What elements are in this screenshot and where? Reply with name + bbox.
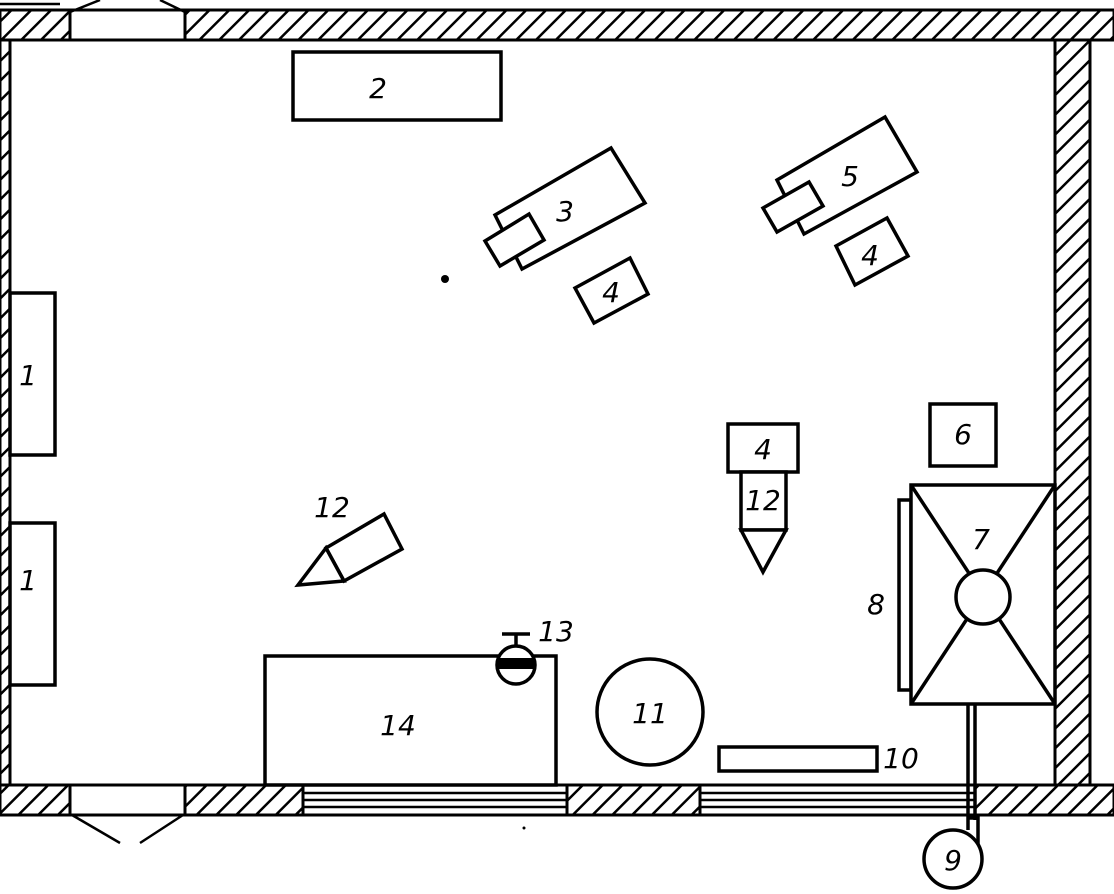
window-left-bottom-label: 1 xyxy=(19,564,37,597)
stand-a: 4 xyxy=(572,255,651,326)
grinder-left-label: 12 xyxy=(314,491,350,524)
furnace: 7 xyxy=(909,483,1057,706)
valve: 13 xyxy=(495,615,574,686)
stand-b: 4 xyxy=(833,215,911,288)
walls xyxy=(0,0,1114,845)
exhaust-fan: 9 xyxy=(922,704,984,890)
bottom-wall-b xyxy=(183,783,305,817)
furnace-side-label: 8 xyxy=(867,588,885,621)
grinder-right: 12 xyxy=(738,470,789,576)
top-wall-right xyxy=(183,8,1114,42)
tank-label: 11 xyxy=(632,697,668,730)
grinder-right-label: 12 xyxy=(745,484,781,517)
top-door xyxy=(0,0,187,42)
bottom-wall-a xyxy=(0,783,72,817)
bottom-window-left xyxy=(301,783,569,817)
tank: 11 xyxy=(595,657,705,767)
table-label: 14 xyxy=(380,709,416,742)
window-left-bottom: 1 xyxy=(8,521,57,687)
speck xyxy=(522,826,526,830)
top-wall-left xyxy=(0,8,72,42)
grinder-left: 12 xyxy=(294,491,405,588)
machine-b-label: 5 xyxy=(841,160,859,193)
stand-c: 4 xyxy=(726,422,800,474)
bench: 2 xyxy=(291,50,503,122)
machine-a: 3 xyxy=(482,145,648,272)
stand-a-label: 4 xyxy=(602,276,620,309)
furnace-label: 7 xyxy=(972,523,990,556)
rack: 10 xyxy=(717,742,919,775)
rack-label: 10 xyxy=(883,742,919,775)
stand-b-label: 4 xyxy=(861,239,879,272)
box: 6 xyxy=(928,402,998,468)
valve-label: 13 xyxy=(538,615,574,648)
bench-label: 2 xyxy=(369,72,387,105)
furnace-side-panel: 8 xyxy=(867,498,913,692)
bottom-wall-c xyxy=(565,783,702,817)
window-left-top-label: 1 xyxy=(19,359,37,392)
machine-b: 5 xyxy=(760,114,920,237)
box-label: 6 xyxy=(954,418,972,451)
window-left-top: 1 xyxy=(8,291,57,457)
floor-dot xyxy=(441,275,449,283)
bottom-door xyxy=(68,783,187,845)
machine-a-label: 3 xyxy=(556,195,574,228)
fan-label: 9 xyxy=(944,844,962,877)
stand-c-label: 4 xyxy=(754,433,772,466)
right-wall xyxy=(1053,38,1092,787)
bottom-window-right xyxy=(698,783,977,817)
bottom-wall-d xyxy=(973,783,1114,817)
